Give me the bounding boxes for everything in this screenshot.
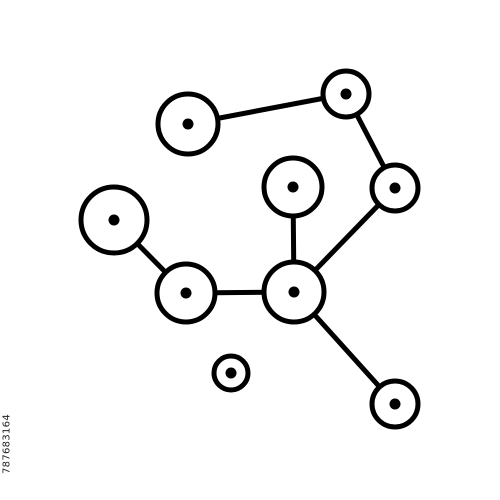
atom-dot [288,286,300,298]
stock-id-text: 787683164 [1,414,13,474]
stock-id-label: 787683164 [1,388,13,500]
atom-dot [389,182,401,194]
atom-dot [108,214,120,226]
atom-dot [389,398,401,410]
atom-dot [340,88,352,100]
atom-dot [225,367,237,379]
atom-dot [182,118,194,130]
atom-dot [287,181,299,193]
atom-dot [180,287,192,299]
